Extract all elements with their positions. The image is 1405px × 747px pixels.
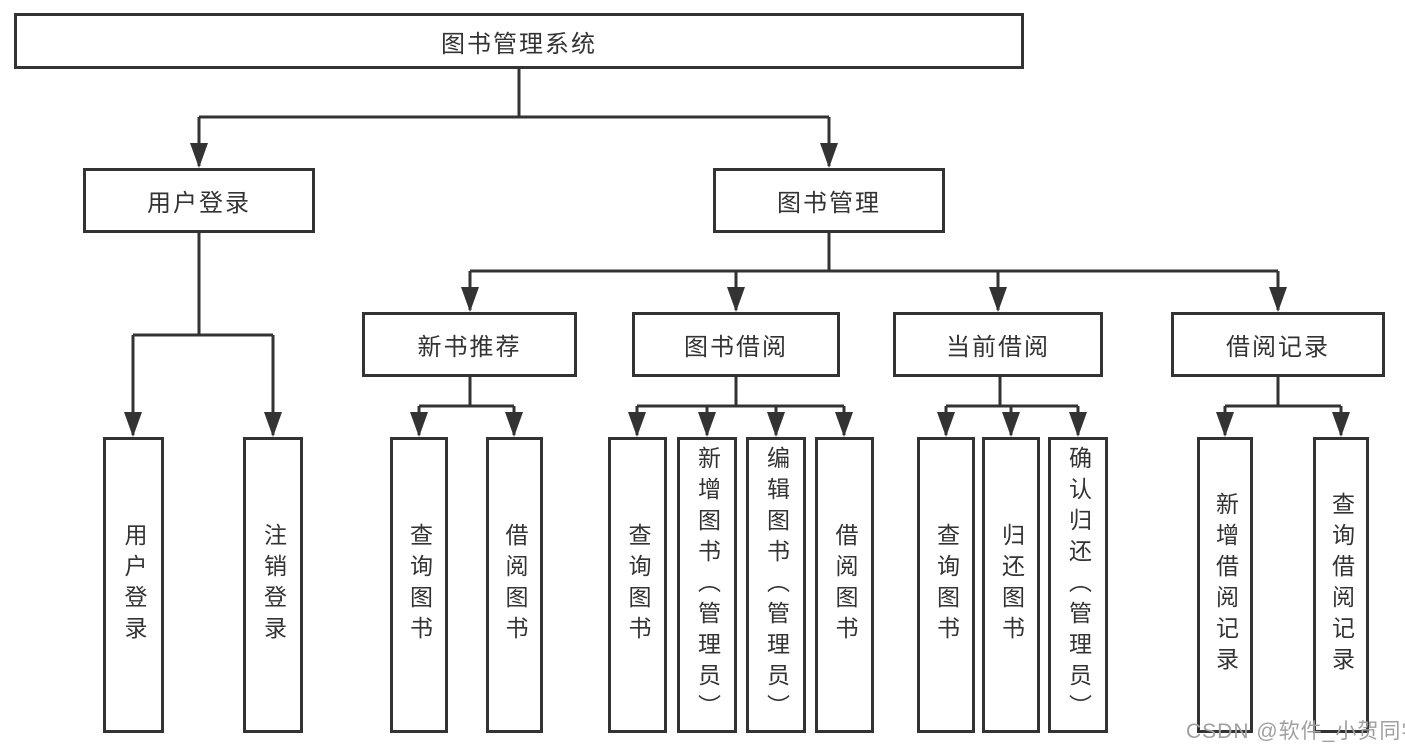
node-user-login: 用户登录 [83,168,315,233]
leaf-edit-books-admin: 编辑图书（管理员） [746,437,806,733]
leaf-logout: 注销登录 [243,437,303,733]
csdn-watermark: CSDN @软件_小贺同学 [1186,720,1405,743]
connector-lines [131,69,1343,435]
node-label: 图书管理系统 [441,30,597,58]
node-label: 图书管理 [777,190,881,217]
node-current-borrowing: 当前借阅 [893,312,1103,377]
node-label: 新增图书（管理员） [694,445,721,725]
node-book-management: 图书管理 [713,168,945,233]
node-library-management-system: 图书管理系统 [14,13,1024,69]
node-label: 注销登录 [260,523,287,647]
leaf-add-books-admin: 新增图书（管理员） [677,437,737,733]
node-label: 编辑图书（管理员） [763,445,790,725]
node-label: 用户登录 [121,523,147,647]
leaf-borrow-books: 借阅图书 [486,437,543,733]
node-label: 新书推荐 [417,334,522,361]
leaf-borrow-books: 借阅图书 [815,437,874,733]
node-label: 当前借阅 [946,334,1050,361]
node-label: 用户登录 [147,190,251,217]
node-label: 借阅记录 [1226,334,1330,361]
node-new-book-recommend: 新书推荐 [362,312,577,377]
node-book-borrowing: 图书借阅 [632,312,840,377]
node-label: 新增借阅记录 [1212,492,1239,678]
node-label: 查询图书 [406,523,433,647]
leaf-return-books: 归还图书 [982,437,1040,733]
node-label: 查询借阅记录 [1328,492,1355,678]
arrowheads [124,143,1350,437]
node-label: 借阅图书 [832,523,858,647]
leaf-user-login: 用户登录 [103,437,164,733]
node-label: 借阅图书 [502,523,528,647]
node-label: 查询图书 [625,523,651,647]
node-label: 确认归还（管理员） [1065,445,1092,725]
leaf-query-borrow-record: 查询借阅记录 [1313,437,1369,733]
node-label: 查询图书 [933,523,960,647]
leaf-query-books: 查询图书 [608,437,667,733]
leaf-query-books: 查询图书 [390,437,448,733]
leaf-confirm-return-admin: 确认归还（管理员） [1048,437,1108,733]
node-label: 图书借阅 [684,334,788,361]
leaf-add-borrow-record: 新增借阅记录 [1197,437,1253,733]
node-label: 归还图书 [998,523,1025,647]
leaf-query-books: 查询图书 [917,437,975,733]
node-borrowing-records: 借阅记录 [1171,312,1385,377]
